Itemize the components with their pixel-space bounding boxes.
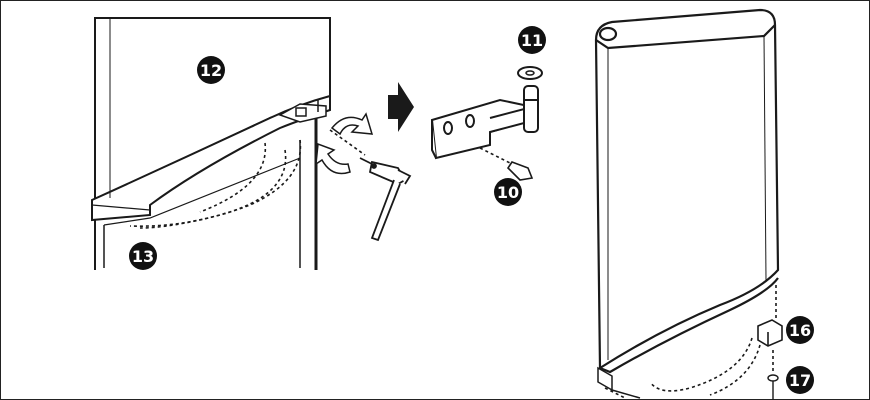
svg-text:11: 11: [521, 31, 543, 50]
hinge-bracket: [430, 85, 539, 160]
door-bottom-right: [597, 366, 641, 399]
callout-13: 13: [129, 242, 157, 270]
callout-11: 11: [518, 26, 546, 54]
freezer-door: [91, 17, 331, 222]
socket-wrench: [359, 157, 412, 242]
direction-arrow-icon: [388, 82, 414, 132]
callout-16: 16: [786, 316, 814, 344]
callout-10: 10: [494, 178, 522, 206]
svg-text:13: 13: [132, 247, 154, 266]
hinge-bolt: [479, 147, 534, 181]
door-swing-paths-right: [604, 285, 777, 399]
callout-12: 12: [197, 56, 225, 84]
callout-17: 17: [786, 366, 814, 394]
svg-text:10: 10: [497, 183, 519, 202]
refrigerator-door: [594, 8, 780, 374]
stopper-screw: [767, 374, 779, 400]
svg-text:16: 16: [789, 321, 811, 340]
rotate-arrows-icon: [315, 112, 374, 175]
door-stopper: [757, 319, 783, 347]
door-swing-paths-left: [129, 129, 366, 229]
svg-text:12: 12: [200, 61, 222, 80]
svg-text:17: 17: [789, 371, 811, 390]
lower-hinge-left: [278, 100, 327, 123]
